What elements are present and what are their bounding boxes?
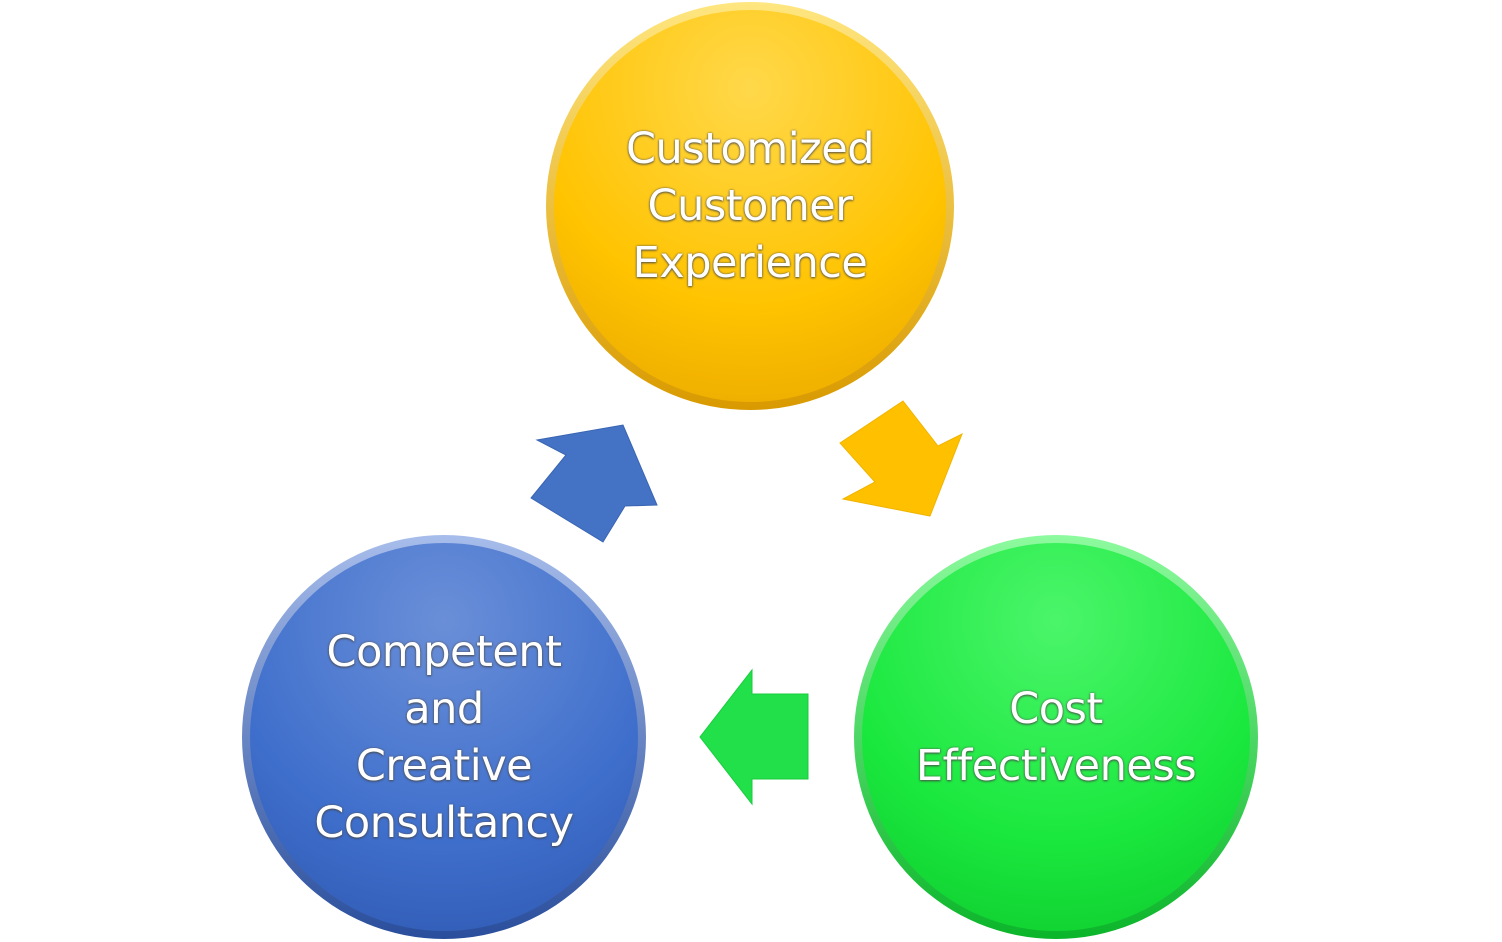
node-competent-creative-consultancy (242, 535, 646, 939)
node-cost-effectiveness (854, 535, 1258, 939)
arrow-right-to-left (699, 668, 809, 806)
arrow-left-to-top (530, 424, 658, 543)
arrow-top-to-right (839, 400, 963, 517)
node-customized-customer-experience (546, 2, 954, 410)
